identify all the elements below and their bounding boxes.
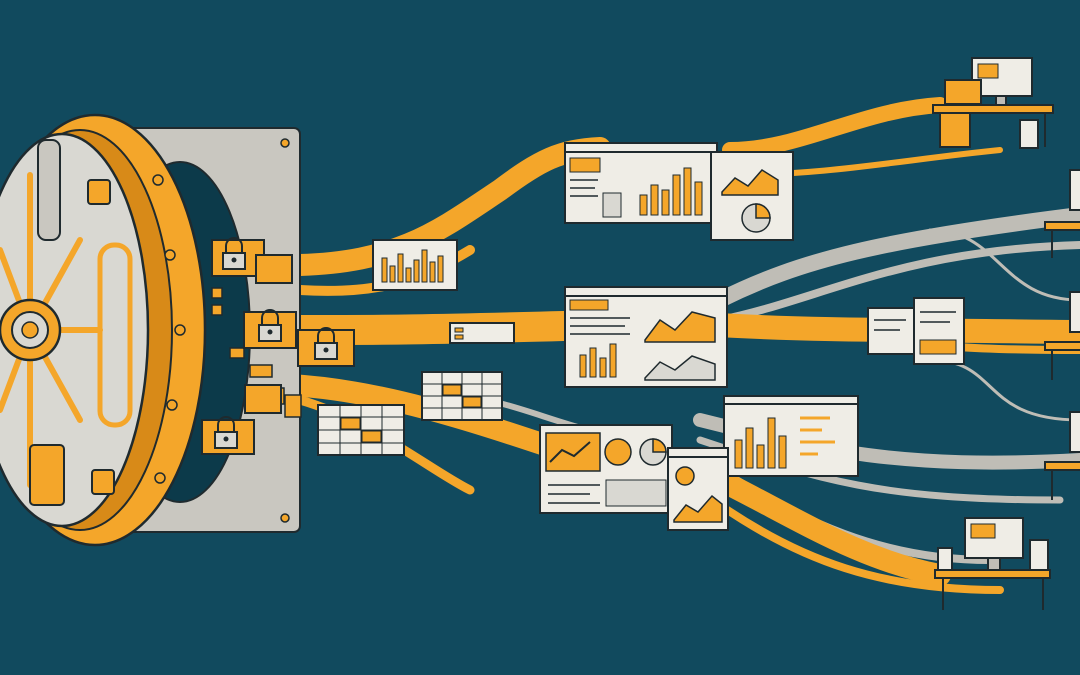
bar-chart-icon (564, 142, 718, 224)
bar-chart-icon (372, 239, 458, 291)
desktop-workstation-icon (932, 57, 1054, 149)
padlock-icon (244, 384, 282, 414)
desktop-workstation-icon (1044, 411, 1080, 500)
line-chart-icon (564, 286, 728, 388)
pie-chart-icon (741, 203, 771, 233)
desktop-workstation-icon (1044, 291, 1080, 380)
spreadsheet-icon (421, 371, 503, 421)
padlocks (201, 237, 355, 455)
desktop-workstation-icon (1044, 169, 1080, 258)
spreadsheet-icon (449, 322, 515, 344)
workstations (932, 57, 1080, 610)
line-chart-icon (667, 447, 729, 531)
vault-door-icon (0, 113, 207, 547)
spreadsheet-icon (867, 297, 965, 365)
dashboards (317, 142, 965, 531)
spreadsheet-icon (317, 404, 405, 456)
padlock-icon (201, 416, 255, 455)
pie-chart-icon (539, 424, 673, 514)
padlock-icon (243, 309, 297, 349)
line-chart-icon (710, 151, 794, 241)
bar-chart-icon (723, 395, 859, 477)
padlock-icon (297, 327, 355, 367)
desktop-workstation-icon (934, 517, 1051, 610)
padlock-icon (255, 254, 293, 284)
